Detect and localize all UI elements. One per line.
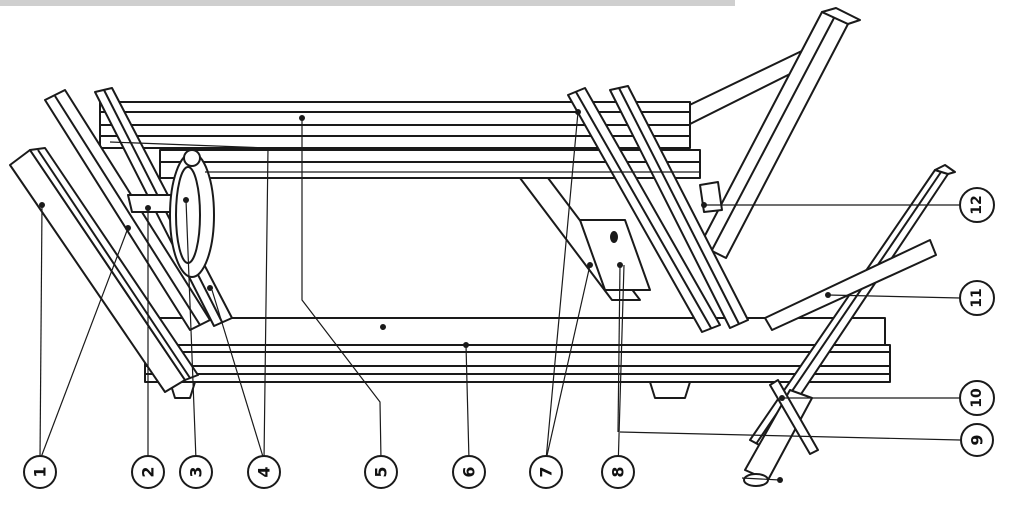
svg-text:5: 5 (372, 466, 391, 477)
svg-text:4: 4 (255, 466, 274, 477)
lower-long-rail (144, 317, 891, 399)
top-rule (0, 0, 735, 6)
callout-5: 5 (364, 455, 398, 489)
left-plate (127, 194, 177, 213)
callout-2: 2 (131, 455, 165, 489)
callout-12: 12 (959, 187, 995, 223)
diagonal-arm-11 (764, 239, 937, 331)
right-cross-channels (567, 85, 749, 333)
callout-8: 8 (601, 455, 635, 489)
svg-text:1: 1 (31, 466, 50, 477)
svg-text:2: 2 (139, 466, 158, 477)
callout-7: 7 (529, 455, 563, 489)
leader-dots (39, 109, 831, 483)
svg-text:7: 7 (537, 466, 556, 477)
callout-4: 4 (247, 455, 281, 489)
callout-3: 3 (179, 455, 213, 489)
svg-text:11: 11 (969, 288, 985, 307)
callout-11: 11 (959, 280, 995, 316)
svg-text:3: 3 (187, 466, 206, 477)
leader-lines (39, 111, 961, 481)
svg-text:12: 12 (969, 195, 985, 214)
callout-10: 10 (959, 380, 995, 416)
callout-1: 1 (23, 455, 57, 489)
callout-9: 9 (960, 423, 994, 457)
disc (169, 149, 215, 278)
svg-text:10: 10 (969, 388, 985, 408)
svg-text:9: 9 (968, 434, 987, 445)
svg-text:6: 6 (460, 466, 479, 477)
right-plate (579, 219, 651, 291)
callout-6: 6 (452, 455, 486, 489)
svg-text:8: 8 (609, 466, 628, 477)
